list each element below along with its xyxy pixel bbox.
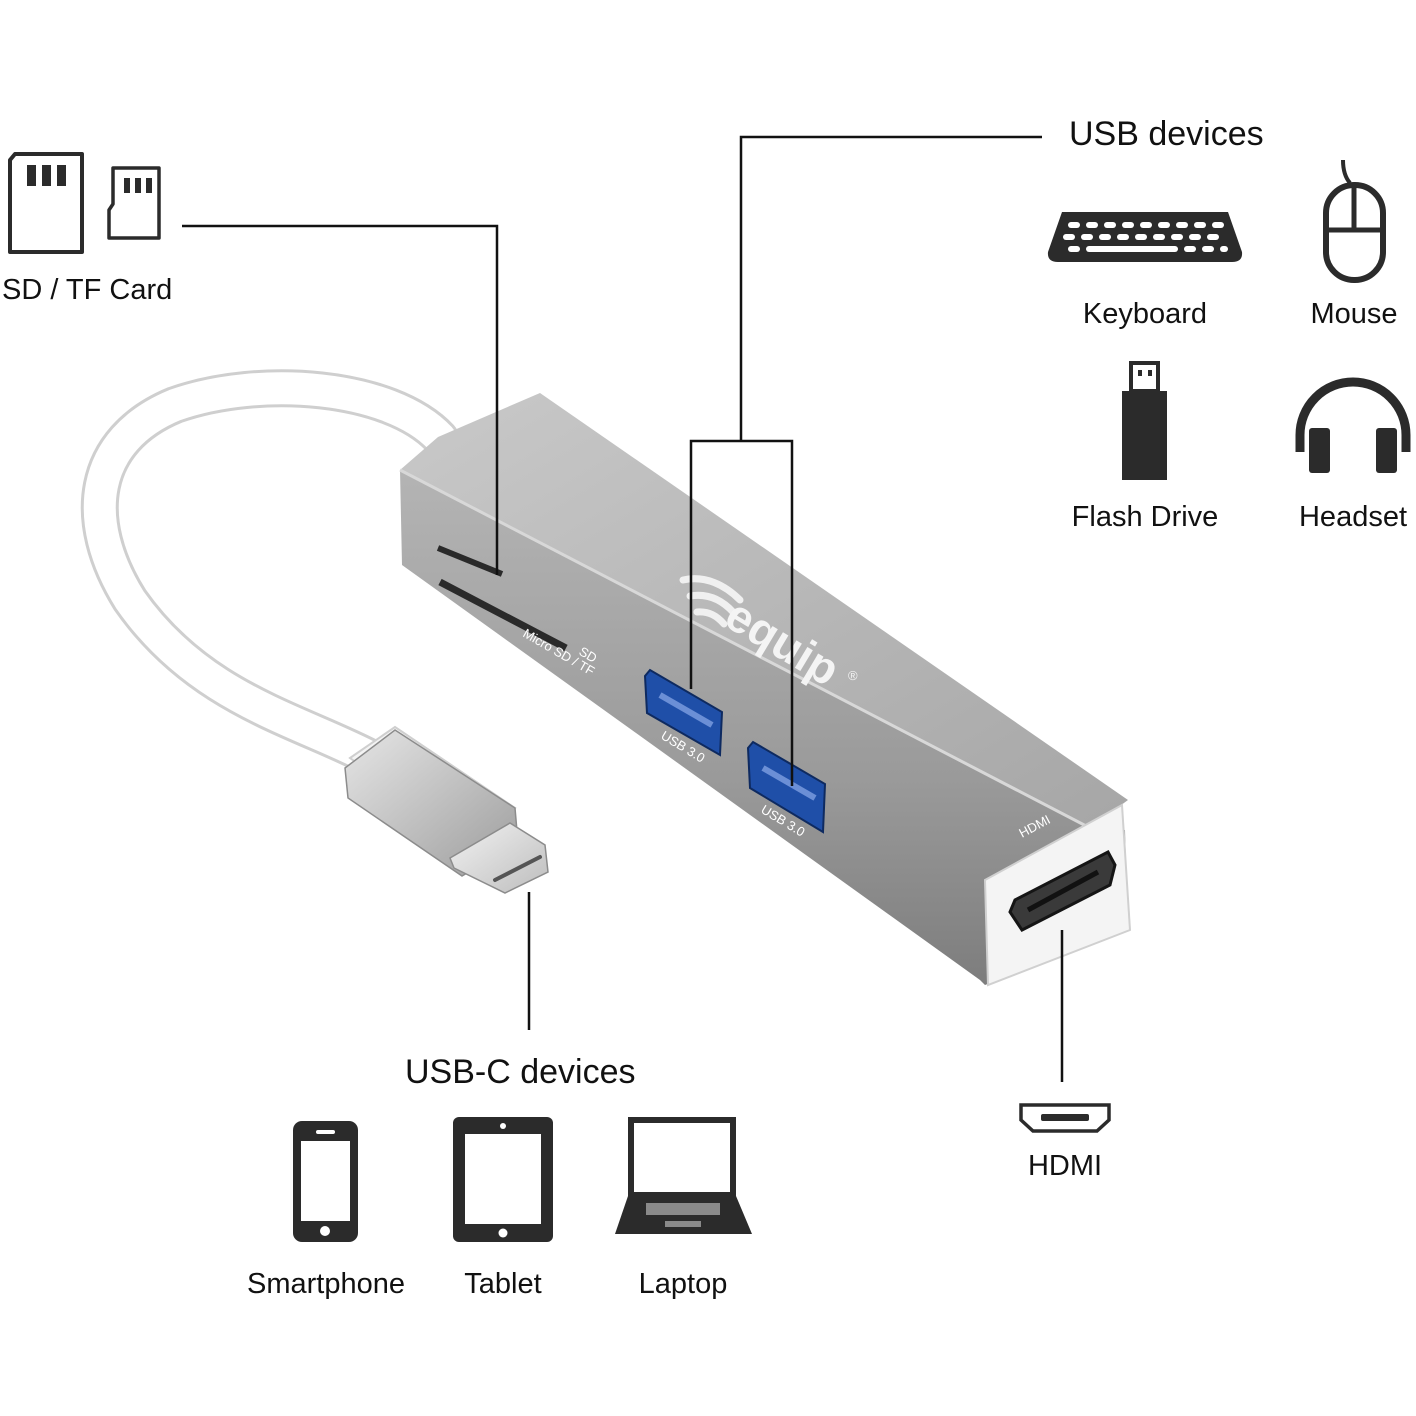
sd-card-icon — [8, 152, 84, 254]
mouse-label: Mouse — [1310, 298, 1398, 330]
sd-slot — [438, 578, 568, 652]
hdmi-title: HDMI — [1027, 1150, 1103, 1182]
headset-label: Headset — [1298, 501, 1408, 533]
headset-icon — [1295, 377, 1411, 473]
flash-drive-label: Flash Drive — [1071, 501, 1219, 533]
tablet-label: Tablet — [464, 1268, 542, 1300]
card-leader-line — [182, 224, 499, 575]
usb-c-cable — [80, 369, 459, 779]
tablet-icon — [453, 1117, 553, 1242]
flash-drive-icon — [1122, 361, 1167, 480]
card-title: SD / TF Card — [2, 274, 173, 306]
usbc-devices-title: USB-C devices — [405, 1053, 636, 1091]
usb-split-line — [689, 439, 794, 786]
hdmi-port: HDMI — [1008, 812, 1117, 932]
laptop-icon — [615, 1117, 752, 1234]
mouse-icon — [1323, 159, 1386, 283]
brand-mark: ® — [848, 668, 858, 683]
usb-devices-title: USB devices — [1069, 115, 1264, 153]
keyboard-icon — [1047, 212, 1243, 262]
keyboard-label: Keyboard — [1082, 298, 1208, 330]
hdmi-port-icon — [1019, 1103, 1111, 1133]
smartphone-icon — [293, 1121, 358, 1242]
laptop-label: Laptop — [638, 1268, 728, 1300]
micro-sd-slot — [436, 545, 504, 577]
usb-leader-line — [739, 135, 1042, 441]
leader-lines — [182, 135, 1064, 1082]
usb-hub-device: SD Micro SD / TF equip ® USB 3.0 USB 3.0… — [399, 393, 1132, 987]
micro-sd-card-icon — [107, 166, 161, 240]
smartphone-label: Smartphone — [247, 1268, 405, 1300]
usb-c-plug — [344, 725, 549, 894]
